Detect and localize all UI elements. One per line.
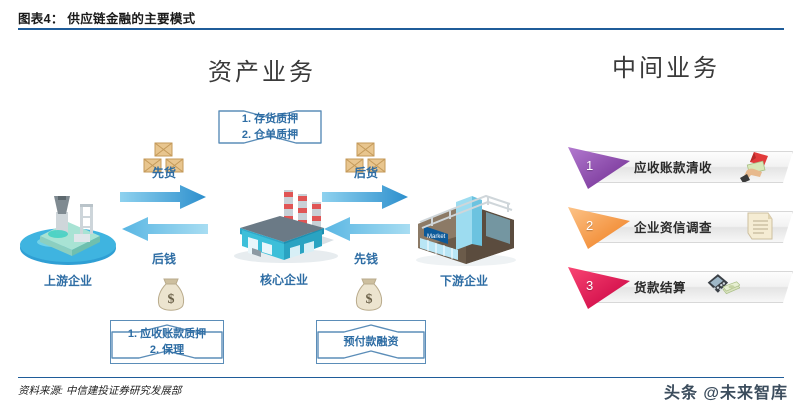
service-label: 企业资信调查 [634, 221, 713, 235]
callout-line: 预付款融资 [343, 335, 399, 348]
flow-group-core-downstream: 后货 先钱 [320, 166, 412, 270]
service-number: 3 [586, 278, 594, 293]
flow-label-bottom: 后钱 [151, 252, 176, 266]
callout-line: 2. 保理 [149, 344, 185, 356]
section-heading-intermediary: 中间业务 [612, 55, 720, 82]
callout-prepay-text: 预付款融资 [317, 321, 425, 363]
callout-line: 2. 仓单质押 [241, 129, 299, 141]
document-icon [747, 212, 773, 240]
hand-with-cash-icon [740, 152, 768, 182]
factory-icon [234, 190, 338, 263]
service-number-triangle [568, 147, 630, 189]
ribbon-shape-icon [317, 324, 425, 359]
watermark: 头条 @未来智库 [663, 385, 788, 402]
service-list: 应收账款清收 1 企业资信调查 [566, 145, 791, 325]
service-number-triangle [568, 267, 630, 309]
svg-text:$: $ [366, 292, 373, 307]
page-title: 图表4： 供应链金融的主要模式 [18, 11, 196, 26]
node-label-upstream: 上游企业 [43, 274, 92, 288]
storefront-icon: Market [416, 194, 516, 266]
callout-prepay: 预付款融资 [316, 320, 426, 364]
callout-receivable-text: 1. 应收账款质押 2. 保理 [111, 321, 223, 363]
ribbon-shape-icon [111, 324, 223, 359]
arrow-left-icon [324, 217, 410, 241]
callout-receivable: 1. 应收账款质押 2. 保理 [110, 320, 224, 364]
svg-text:Market: Market [427, 234, 446, 240]
service-label: 应收账款清收 [634, 161, 713, 175]
service-number: 1 [586, 158, 594, 173]
flow-label-top: 后货 [353, 166, 378, 180]
callout-line: 1. 应收账款质押 [127, 327, 207, 340]
callout-line: 1. 存货质押 [241, 112, 299, 125]
source-note: 资料来源: 中信建投证券研究发展部 [18, 385, 182, 397]
service-number-triangle [568, 207, 630, 249]
title-divider [18, 28, 784, 30]
flow-arrows [322, 185, 410, 241]
cargo-crates-icon [345, 142, 386, 173]
callout-inventory: 1. 存货质押 2. 仓单质押 [218, 105, 322, 149]
footer-divider [18, 377, 784, 378]
svg-text:$: $ [168, 292, 175, 307]
arrow-left-icon [122, 217, 208, 241]
figure-title-row: 图表4： 供应链金融的主要模式 [18, 6, 784, 28]
money-bag-icon: $ [157, 278, 185, 311]
section-heading-asset: 资产业务 [208, 59, 316, 86]
callout-inventory-text: 1. 存货质押 2. 仓单质押 [218, 105, 322, 149]
flow-label-bottom: 先钱 [353, 252, 378, 266]
ribbon-shape-icon [218, 110, 322, 144]
service-item-1[interactable]: 应收账款清收 1 [566, 145, 791, 189]
node-label-downstream: 下游企业 [439, 274, 488, 288]
flow-arrows [120, 185, 208, 241]
service-number: 2 [586, 218, 594, 233]
service-label: 货款结算 [634, 281, 687, 295]
money-bag-icon: $ [355, 278, 383, 311]
calculator-cash-icon [707, 274, 740, 295]
cargo-crates-icon [143, 142, 184, 173]
oil-platform-icon [20, 196, 116, 265]
arrow-right-icon [322, 185, 408, 209]
arrow-right-icon [120, 185, 206, 209]
flow-group-upstream-core: 先货 后钱 [118, 166, 210, 270]
node-label-core: 核心企业 [259, 273, 308, 287]
flow-label-top: 先货 [151, 166, 176, 180]
service-item-2[interactable]: 企业资信调查 2 [566, 205, 791, 249]
service-item-3[interactable]: 货款结算 [566, 265, 791, 309]
